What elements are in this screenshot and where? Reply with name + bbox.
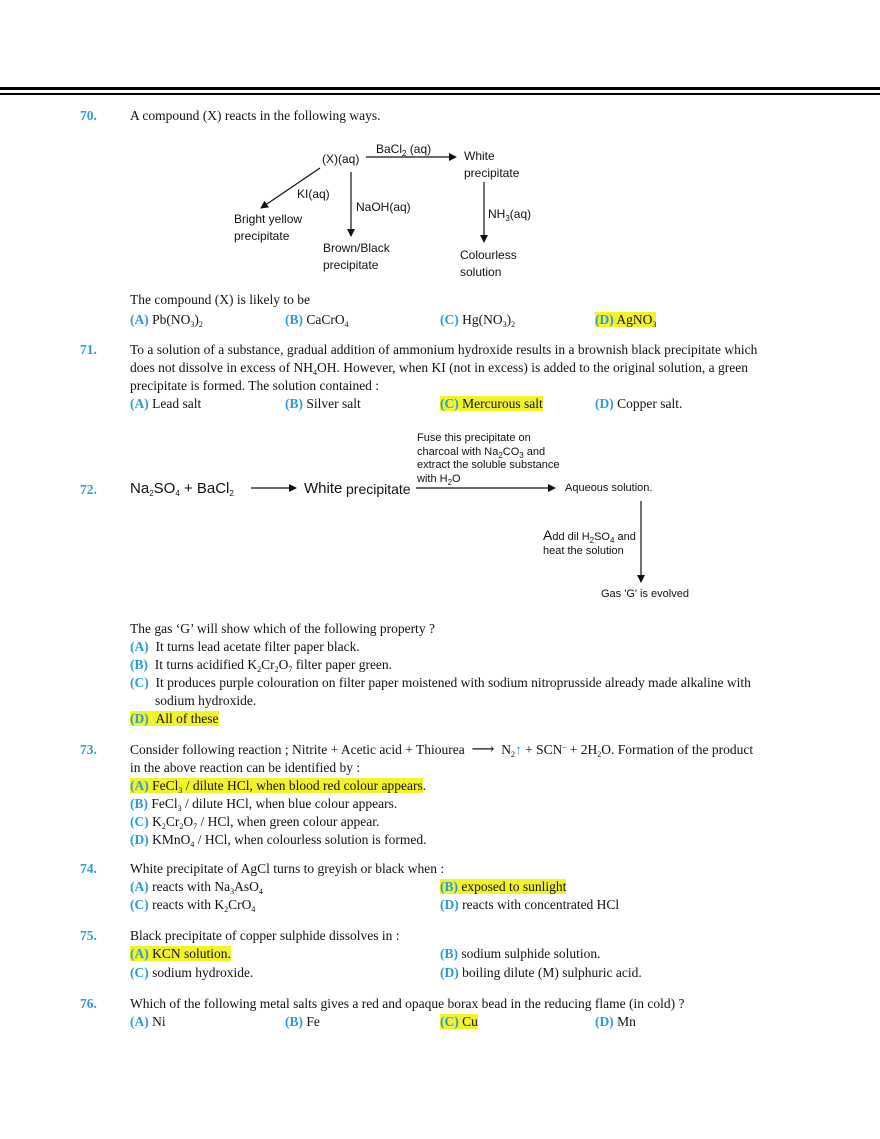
question-75-text: Black precipitate of copper sulphide dis… — [130, 928, 400, 943]
q72-white-label: White — [304, 480, 343, 497]
question-71-line-2: does not dissolve in excess of NH4OH. Ho… — [130, 360, 748, 377]
question-70-prompt: The compound (X) is likely to be — [130, 292, 310, 307]
diagram-ki-label: KI(aq) — [297, 187, 330, 201]
question-71-line-3: precipitate is formed. The solution cont… — [130, 378, 380, 393]
q75-option-a[interactable]: (A) KCN solution. — [130, 946, 231, 961]
q72-option-d[interactable]: (D) All of these — [130, 711, 219, 726]
q74-option-d[interactable]: (D) reacts with concentrated HCl — [440, 897, 620, 912]
q72-option-a[interactable]: (A) It turns lead acetate filter paper b… — [130, 639, 360, 654]
q73-option-b[interactable]: (B) FeCl3 / dilute HCl, when blue colour… — [130, 796, 398, 813]
q71-option-d[interactable]: (D) Copper salt. — [595, 396, 683, 411]
question-72-prompt: The gas ‘G’ will show which of the follo… — [130, 621, 435, 636]
q73-option-c[interactable]: (C) K2Cr2O7 / HCl, when green colour app… — [130, 814, 380, 831]
q72-add-acid-instruction: Add dil H2SO4 and heat the solution — [543, 527, 636, 557]
q75-option-d[interactable]: (D) boiling dilute (M) sulphuric acid. — [440, 965, 642, 980]
q70-option-d[interactable]: (D) AgNO3 — [595, 312, 657, 329]
question-number-75: 75. — [80, 928, 97, 943]
question-number-76: 76. — [80, 996, 97, 1011]
q76-option-a[interactable]: (A) Ni — [130, 1014, 166, 1029]
q74-option-b[interactable]: (B) exposed to sunlight — [440, 879, 567, 894]
question-number-74: 74. — [80, 861, 97, 876]
q71-option-c[interactable]: (C) Mercurous salt — [440, 396, 543, 411]
diagram-nh3-label: NH3(aq) — [488, 207, 532, 223]
q72-reactants: Na2SO4 + BaCl2 — [130, 480, 234, 498]
question-76-text: Which of the following metal salts gives… — [130, 996, 685, 1011]
q72-option-c-cont: sodium hydroxide. — [155, 693, 257, 708]
question-73-line-2: in the above reaction can be identified … — [130, 760, 361, 775]
diagram-x-aq: (X)(aq) — [322, 152, 360, 166]
q70-option-c[interactable]: (C) Hg(NO3)2 — [440, 312, 516, 329]
q74-option-c[interactable]: (C) reacts with K2CrO4 — [130, 897, 256, 914]
question-70-text: A compound (X) reacts in the following w… — [130, 108, 381, 123]
question-number-73: 73. — [80, 742, 97, 757]
q72-option-c[interactable]: (C) It produces purple colouration on fi… — [130, 675, 751, 690]
q75-option-b[interactable]: (B) sodium sulphide solution. — [440, 946, 601, 961]
q73-option-d[interactable]: (D) KMnO4 / HCl, when colourless solutio… — [130, 832, 427, 849]
q74-option-a[interactable]: (A) reacts with Na3AsO4 — [130, 879, 263, 896]
q71-option-a[interactable]: (A) Lead salt — [130, 396, 202, 411]
header-rule-thick — [0, 87, 880, 90]
question-74-text: White precipitate of AgCl turns to greyi… — [130, 861, 445, 876]
question-73-line-1: Consider following reaction ; Nitrite + … — [130, 741, 754, 759]
q72-gas-evolved: Gas 'G' is evolved — [601, 588, 689, 600]
q72-option-b[interactable]: (B) It turns acidified K2Cr2O7 filter pa… — [130, 657, 393, 674]
q70-option-b[interactable]: (B) CaCrO4 — [285, 312, 349, 329]
q76-option-b[interactable]: (B) Fe — [285, 1014, 320, 1029]
q72-precipitate-label: precipitate — [346, 481, 411, 497]
q75-option-c[interactable]: (C) sodium hydroxide. — [130, 965, 254, 980]
diagram-bacl2-label: BaCl2 (aq) — [376, 142, 432, 158]
question-number-72: 72. — [80, 482, 97, 497]
q76-option-c[interactable]: (C) Cu — [440, 1014, 478, 1029]
q76-option-d[interactable]: (D) Mn — [595, 1014, 636, 1029]
q72-aqueous-solution: Aqueous solution. — [565, 482, 653, 494]
header-rule-thin — [0, 93, 880, 95]
question-71-line-1: To a solution of a substance, gradual ad… — [130, 342, 758, 357]
question-number-70: 70. — [80, 108, 97, 123]
diagram-naoh-label: NaOH(aq) — [356, 200, 411, 214]
q71-option-b[interactable]: (B) Silver salt — [285, 396, 361, 411]
q70-option-a[interactable]: (A) Pb(NO3)2 — [130, 312, 203, 329]
q73-option-a[interactable]: (A) FeCl3 / dilute HCl, when blood red c… — [130, 778, 427, 795]
q72-fuse-instruction: Fuse this precipitate on charcoal with N… — [417, 432, 560, 487]
question-number-71: 71. — [80, 342, 97, 357]
